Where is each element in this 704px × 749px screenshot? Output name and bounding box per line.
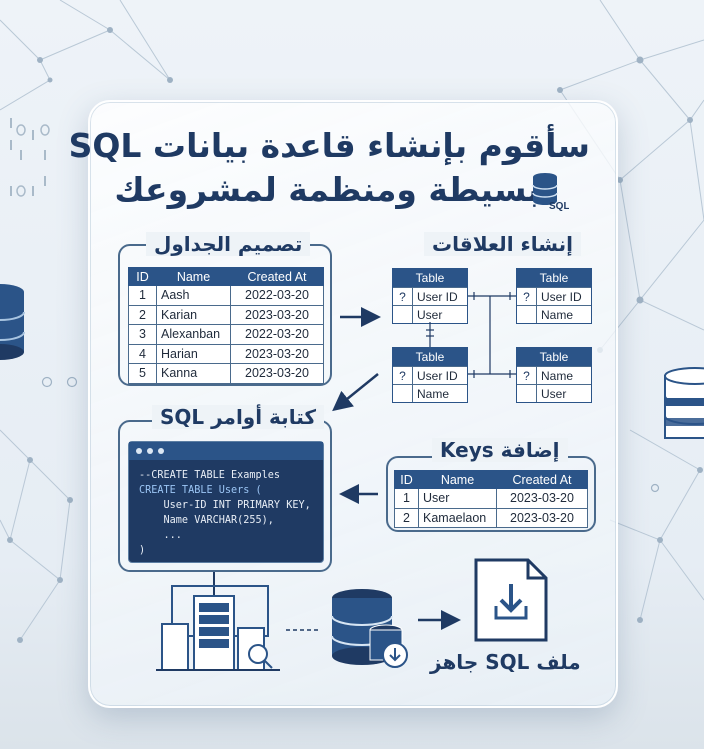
cell-id: 3: [128, 324, 157, 345]
cell-date: 2023-03-20: [496, 488, 588, 509]
field: User ID: [417, 369, 458, 383]
field: Name: [417, 387, 450, 401]
cell-name: Alexanban: [156, 324, 231, 345]
relation-table-header: Table: [393, 269, 467, 287]
code-line: --CREATE TABLE Examples: [139, 470, 281, 481]
sql-database-icon: SQL: [532, 173, 569, 212]
cell-name: Aash: [156, 285, 231, 306]
cell-name: Harian: [156, 343, 231, 364]
code-line: User-ID INT PRIMARY KEY,: [139, 500, 311, 511]
field: Name: [541, 308, 574, 322]
relations-title: إنشاء العلاقات: [424, 232, 581, 256]
window-dots: [129, 442, 323, 460]
relation-table-2: Table ? User ID Name: [516, 268, 592, 324]
ready-file-label: ملف SQL جاهز: [430, 650, 581, 674]
key-marker: [393, 306, 413, 323]
col-header: Name: [156, 267, 231, 286]
code-line: ...: [139, 530, 182, 541]
code-window: --CREATE TABLE Examples CREATE TABLE Use…: [128, 441, 324, 563]
key-marker: [393, 385, 413, 402]
cell-id: 1: [128, 285, 157, 306]
cell-id: 2: [394, 507, 419, 528]
key-marker: ?: [517, 288, 537, 305]
field: User ID: [541, 290, 582, 304]
key-marker: [517, 385, 537, 402]
main-title-line1: سأقوم بإنشاء قاعدة بيانات SQL: [68, 126, 590, 165]
field: User: [417, 308, 443, 322]
cell-name: Kamaelaon: [418, 507, 497, 528]
sql-commands-title: كتابة أوامر SQL: [152, 405, 324, 429]
field: User: [541, 387, 567, 401]
cell-date: 2023-03-20: [230, 363, 324, 384]
field: Name: [541, 369, 574, 383]
col-header: ID: [394, 470, 419, 489]
relation-table-header: Table: [517, 348, 591, 366]
cell-name: User: [418, 488, 497, 509]
col-header: Created At: [230, 267, 324, 286]
svg-text:SQL: SQL: [549, 201, 569, 212]
cell-id: 2: [128, 304, 157, 325]
main-title-line2: بسيطة ومنظمة لمشروعك: [114, 170, 540, 209]
code-line: ): [139, 545, 146, 556]
key-marker: ?: [393, 367, 413, 384]
key-marker: [517, 306, 537, 323]
relation-table-4: Table ? Name User: [516, 347, 592, 403]
keys-title: إضافة Keys: [432, 438, 568, 462]
cell-date: 2023-03-20: [230, 304, 324, 325]
left-database-icon: [0, 284, 25, 360]
cell-date: 2022-03-20: [230, 285, 324, 306]
relation-table-header: Table: [393, 348, 467, 366]
cell-date: 2023-03-20: [496, 507, 588, 528]
relation-table-1: Table ? User ID User: [392, 268, 468, 324]
col-header: ID: [128, 267, 157, 286]
field: User ID: [417, 290, 458, 304]
key-marker: ?: [517, 367, 537, 384]
code-line: CREATE TABLE Users (: [139, 485, 262, 496]
sql-code: --CREATE TABLE Examples CREATE TABLE Use…: [129, 460, 323, 558]
code-line: Name VARCHAR(255),: [139, 515, 274, 526]
cell-id: 1: [394, 488, 419, 509]
cell-id: 5: [128, 363, 157, 384]
cell-id: 4: [128, 343, 157, 364]
col-header: Name: [418, 470, 497, 489]
cell-date: 2023-03-20: [230, 343, 324, 364]
col-header: Created At: [496, 470, 588, 489]
table-design-title: تصميم الجداول: [146, 232, 311, 256]
key-marker: ?: [393, 288, 413, 305]
cell-name: Kanna: [156, 363, 231, 384]
cell-date: 2022-03-20: [230, 324, 324, 345]
cell-name: Karian: [156, 304, 231, 325]
relation-table-3: Table ? User ID Name: [392, 347, 468, 403]
relation-table-header: Table: [517, 269, 591, 287]
right-database-icon: [664, 367, 704, 439]
